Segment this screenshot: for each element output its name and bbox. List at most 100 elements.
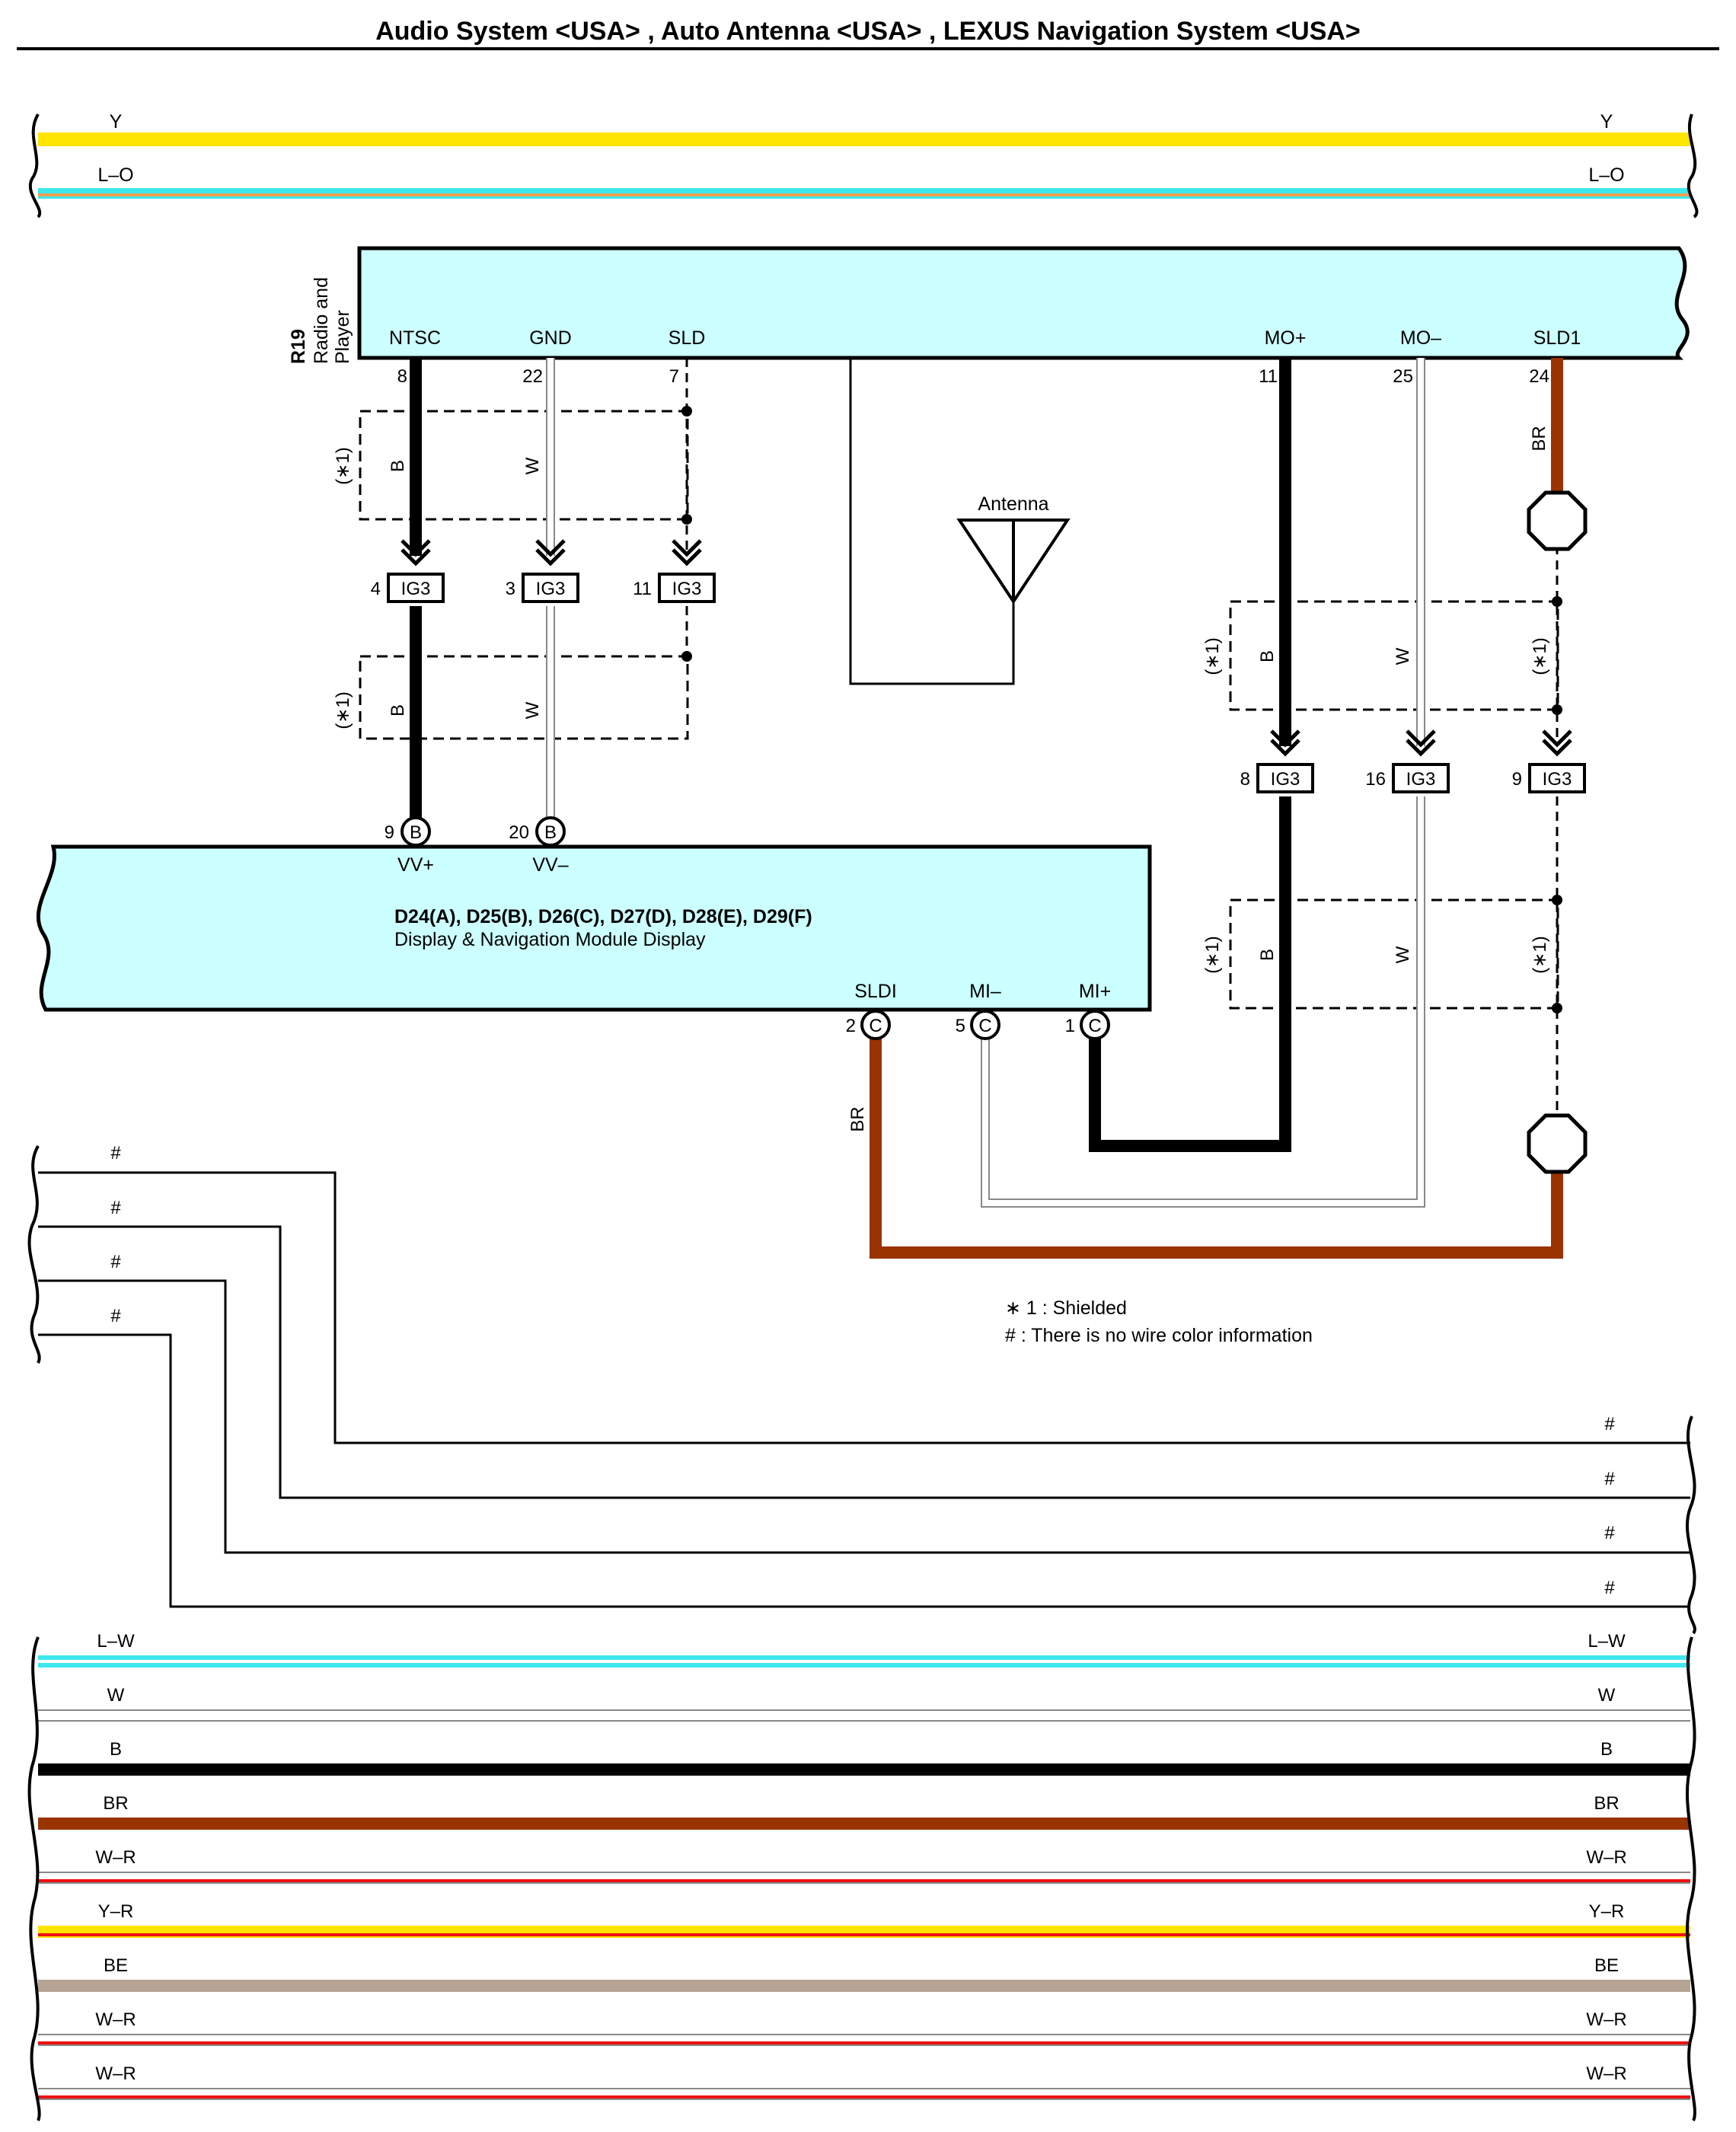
top-wire-l-o: L–O L–O	[38, 164, 1690, 199]
shield-junction	[681, 651, 692, 662]
svg-text:BR: BR	[103, 1793, 128, 1814]
shield-junction	[681, 406, 692, 417]
top-wire-label-right: Y	[1600, 111, 1613, 132]
bottom-wire-w-r: W–R W–R	[38, 2009, 1690, 2046]
svg-text:4: 4	[371, 579, 381, 599]
shield-junction	[1552, 596, 1562, 607]
shield-junction	[681, 514, 692, 525]
shield-note: (∗1)	[333, 691, 353, 729]
wire-break-right-hash	[1686, 1415, 1696, 1635]
pin-num-7: 7	[669, 366, 679, 387]
svg-text:9: 9	[385, 822, 394, 843]
wire-color-w: W	[1393, 647, 1413, 665]
svg-text:MI+: MI+	[1079, 981, 1111, 1002]
connector-ig3: IG3 8	[1240, 729, 1314, 793]
top-wire-label-left: L–O	[97, 164, 133, 186]
svg-text:IG3: IG3	[401, 579, 431, 599]
hash-wire: # #	[38, 1143, 1690, 1444]
shield-ground-octagon	[1527, 490, 1588, 551]
display-pin-mi-minus: C 5 MI–	[956, 981, 1001, 1040]
svg-text:B: B	[1600, 1739, 1613, 1760]
pin-name-sld1: SLD1	[1533, 327, 1581, 349]
display-pin-vv-minus: B 20 VV–	[509, 816, 569, 876]
radio-and-player-box	[357, 246, 1690, 360]
shield-note: (∗1)	[1530, 637, 1550, 675]
wire-break-right-top	[1687, 113, 1699, 219]
bottom-wire-w-r: W–R W–R	[38, 2063, 1690, 2100]
svg-text:MI–: MI–	[969, 981, 1001, 1002]
shield-junction	[1552, 704, 1562, 715]
shield-junction	[1552, 895, 1562, 905]
wire-color-b: B	[1257, 949, 1278, 961]
pin-num-11: 11	[1259, 366, 1278, 387]
bottom-wire-be: BE BE	[38, 1955, 1690, 1992]
svg-text:#: #	[110, 1198, 121, 1218]
svg-text:W–R: W–R	[1586, 2063, 1626, 2084]
bottom-wire-br: BR BR	[38, 1793, 1690, 1830]
page-title: Audio System <USA> , Auto Antenna <USA> …	[375, 17, 1361, 46]
shield-ground-octagon	[1527, 1113, 1588, 1174]
bottom-wire-w-r: W–R W–R	[38, 1847, 1690, 1884]
pin-name-mo-minus: MO–	[1400, 327, 1441, 349]
svg-text:IG3: IG3	[536, 579, 566, 599]
svg-text:1: 1	[1065, 1016, 1075, 1036]
pin-num-25: 25	[1393, 366, 1413, 387]
display-name: Display & Navigation Module Display	[394, 929, 706, 950]
svg-text:B: B	[410, 822, 422, 843]
wire-color-b: B	[1257, 650, 1278, 662]
svg-text:#: #	[110, 1306, 121, 1326]
svg-text:W–R: W–R	[95, 2009, 136, 2030]
pin-name-sld: SLD	[669, 327, 706, 349]
radio-name-line2: Player	[332, 310, 353, 364]
pin-name-ntsc: NTSC	[389, 327, 441, 349]
display-navigation-module-box	[36, 844, 1152, 1012]
pin-name-mo-plus: MO+	[1265, 327, 1307, 349]
top-wire-y: Y Y	[38, 111, 1690, 146]
svg-text:C: C	[869, 1016, 882, 1036]
svg-text:#: #	[1604, 1469, 1615, 1489]
bottom-wire-y-r: Y–R Y–R	[38, 1901, 1690, 1938]
svg-text:B: B	[110, 1739, 122, 1760]
connector-ig3: IG3 16	[1365, 729, 1450, 793]
display-codes: D24(A), D25(B), D26(C), D27(D), D28(E), …	[394, 906, 812, 927]
wire-color-w: W	[522, 701, 543, 719]
bottom-wire-l-w: L–W L–W	[38, 1631, 1690, 1668]
svg-text:#: #	[110, 1143, 121, 1163]
svg-text:VV+: VV+	[397, 854, 434, 876]
wire-break-left-hash	[27, 1145, 41, 1364]
svg-text:W–R: W–R	[1586, 2009, 1626, 2030]
display-pin-sldi: C 2 SLDI	[846, 981, 897, 1040]
pin-name-gnd: GND	[529, 327, 572, 349]
bottom-wire-b: B B	[38, 1739, 1690, 1776]
svg-text:#: #	[110, 1252, 121, 1272]
svg-text:C: C	[1088, 1016, 1101, 1036]
pin-num-24: 24	[1529, 366, 1549, 387]
svg-text:#: #	[1604, 1523, 1615, 1543]
svg-text:5: 5	[956, 1016, 965, 1036]
svg-text:20: 20	[509, 822, 529, 843]
wire-color-w: W	[1393, 946, 1413, 963]
svg-text:IG3: IG3	[1543, 769, 1572, 790]
wire-color-br: BR	[1529, 426, 1549, 451]
svg-text:Y–R: Y–R	[98, 1901, 134, 1922]
svg-text:8: 8	[1240, 769, 1250, 790]
top-wire-label-left: Y	[110, 111, 123, 132]
svg-text:11: 11	[633, 579, 652, 599]
wire-mo-minus	[982, 796, 1424, 1206]
display-pin-vv-plus: B 9 VV+	[385, 816, 434, 876]
svg-text:IG3: IG3	[1406, 769, 1436, 790]
wire-color-b: B	[388, 460, 408, 472]
hash-wire: # #	[38, 1198, 1690, 1499]
svg-text:2: 2	[846, 1016, 856, 1036]
svg-text:W–R: W–R	[95, 2063, 136, 2084]
antenna: Antenna	[849, 358, 1071, 685]
shield-box	[359, 655, 689, 740]
connector-ig3: IG3 4	[371, 539, 445, 603]
svg-text:#: #	[1604, 1578, 1615, 1598]
shield-note: (∗1)	[1202, 637, 1223, 675]
svg-text:SLDI: SLDI	[854, 981, 897, 1002]
hash-wire: # #	[38, 1252, 1690, 1554]
svg-text:L–W: L–W	[97, 1631, 135, 1652]
connector-ig3: IG3 3	[506, 539, 579, 603]
radio-code: R19	[288, 329, 309, 364]
